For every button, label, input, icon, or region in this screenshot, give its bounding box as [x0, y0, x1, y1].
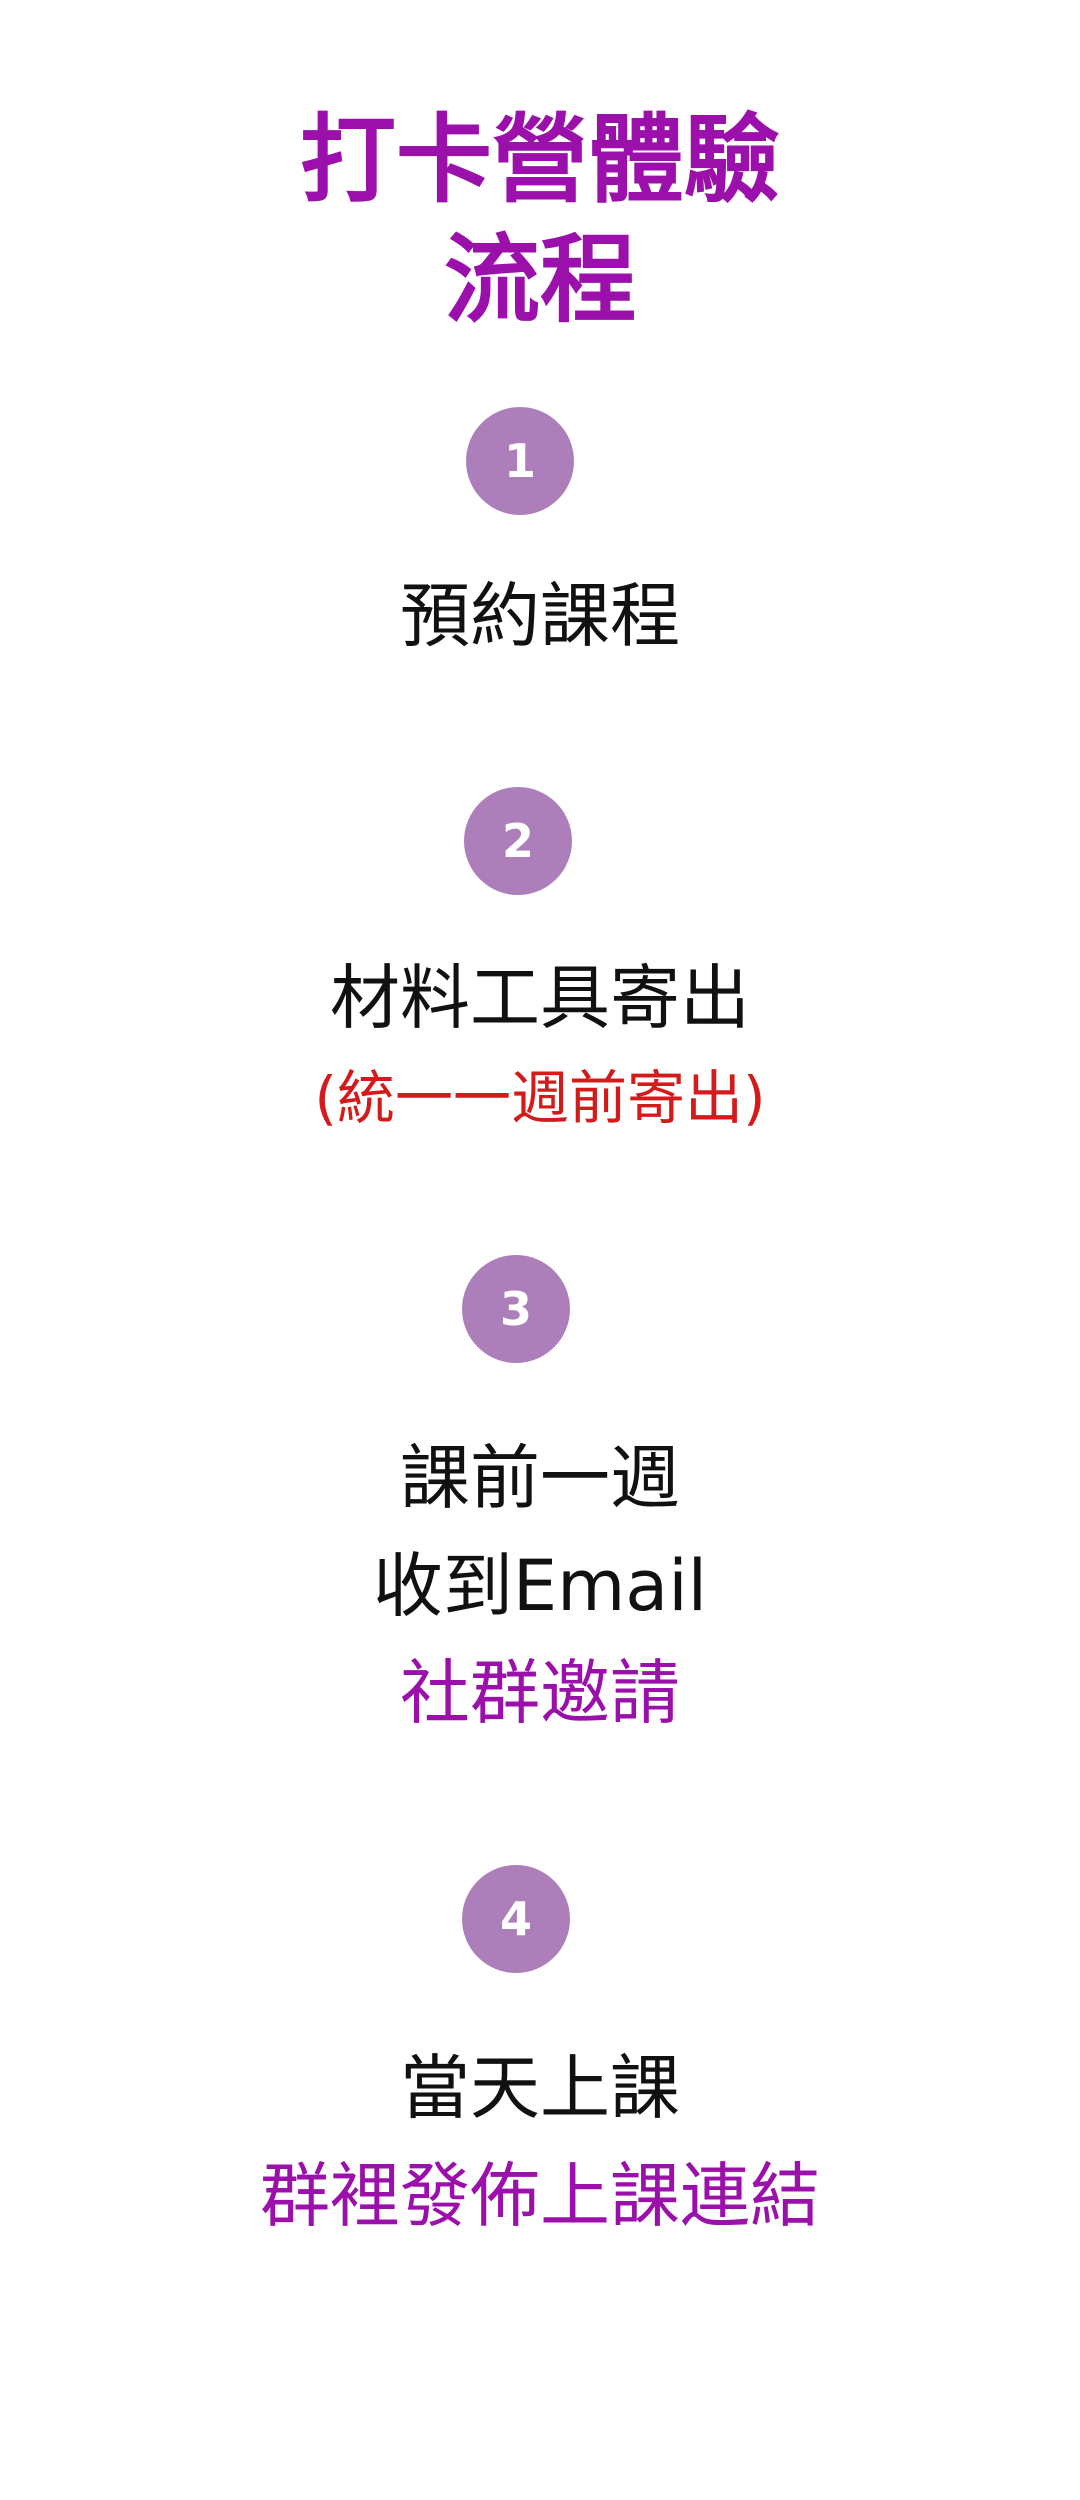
step-3-label-line-1: 課前一週: [400, 1437, 680, 1519]
step-4-number-badge: 4: [462, 1865, 570, 1973]
step-2-label: 材料工具寄出: [330, 957, 750, 1039]
step-3-highlight: 社群邀請: [400, 1652, 680, 1734]
step-3-label-line-2: 收到Email: [372, 1545, 708, 1627]
page-title-line-1: 打卡營體驗: [300, 103, 780, 216]
step-2-number-badge: 2: [464, 787, 572, 895]
step-1-number-badge: 1: [466, 407, 574, 515]
step-2-note: (統一一週前寄出): [314, 1064, 766, 1132]
page-title-line-2: 流程: [444, 223, 636, 336]
step-4-highlight: 群裡發佈上課連結: [260, 2155, 820, 2237]
step-1-label: 預約課程: [400, 575, 680, 657]
step-4-label: 當天上課: [400, 2047, 680, 2129]
step-3-number-badge: 3: [462, 1255, 570, 1363]
